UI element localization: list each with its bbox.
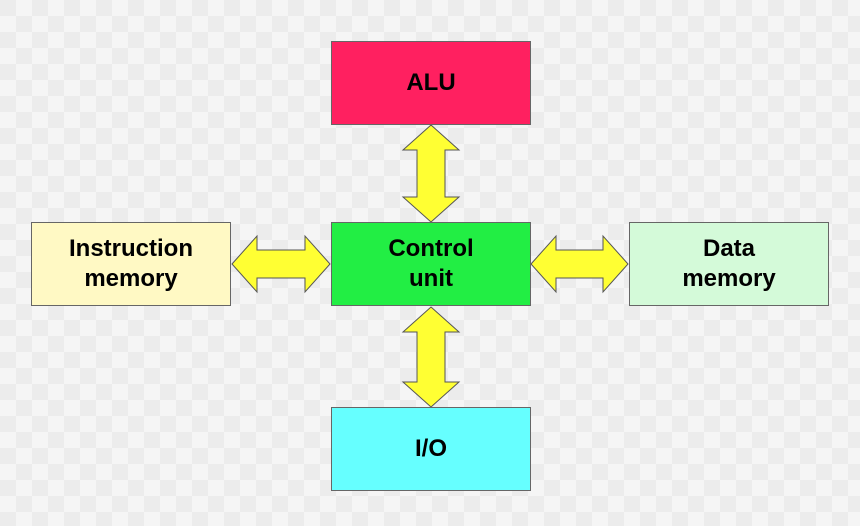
data-memory-label-line-1: Data bbox=[702, 235, 756, 262]
arrow-instruction-memory-control bbox=[231, 234, 331, 294]
control-unit-label-line-1: Control bbox=[388, 235, 474, 262]
io-box: I/O bbox=[331, 407, 531, 491]
control-unit-box: Control unit bbox=[331, 222, 531, 306]
instruction-memory-label-line-2: memory bbox=[84, 265, 178, 292]
data-memory-box: Data memory bbox=[629, 222, 829, 306]
arrow-control-data-memory bbox=[530, 234, 629, 294]
instruction-memory-label-line-1: Instruction bbox=[69, 235, 193, 262]
control-unit-label-line-2: unit bbox=[409, 265, 453, 292]
io-label: I/O bbox=[414, 435, 447, 462]
alu-label: ALU bbox=[406, 69, 456, 96]
data-memory-label-line-2: memory bbox=[682, 265, 776, 292]
alu-box: ALU bbox=[331, 41, 531, 125]
instruction-memory-box: Instruction memory bbox=[31, 222, 231, 306]
